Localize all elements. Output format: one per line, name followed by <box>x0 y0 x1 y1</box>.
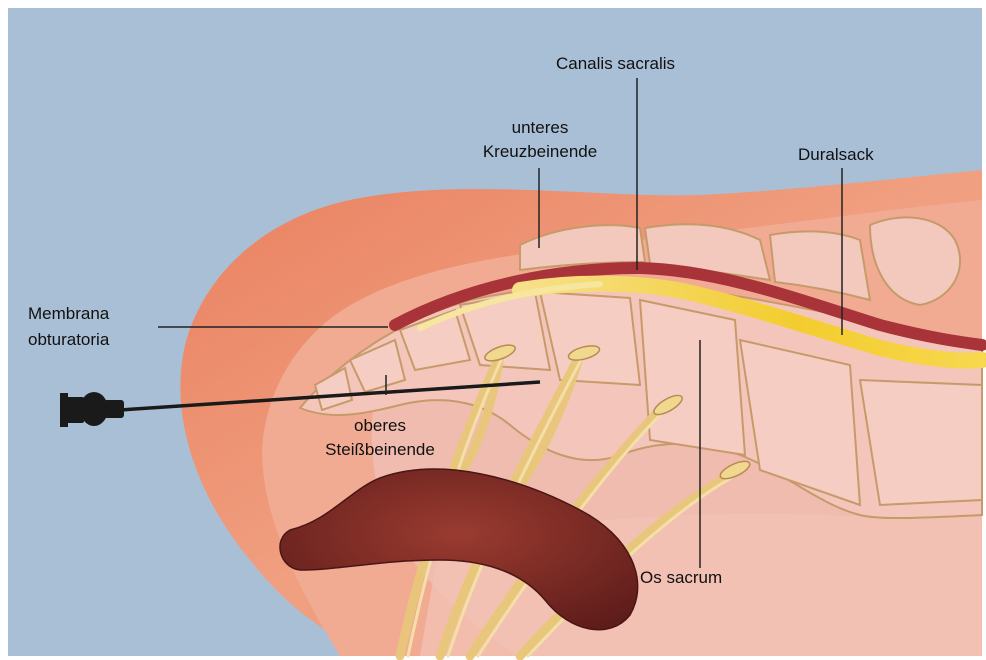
label-unteres-line2: Kreuzbeinende <box>470 142 610 162</box>
label-membrana-line2: obturatoria <box>28 330 109 350</box>
label-oberes-line2: Steißbeinende <box>310 440 450 460</box>
label-duralsack: Duralsack <box>798 145 874 165</box>
label-membrana-line1: Membrana <box>28 304 109 324</box>
label-canalis-sacralis: Canalis sacralis <box>556 54 675 74</box>
label-unteres-line1: unteres <box>470 118 610 138</box>
label-os-sacrum: Os sacrum <box>640 568 722 588</box>
label-oberes-line1: oberes <box>310 416 450 436</box>
